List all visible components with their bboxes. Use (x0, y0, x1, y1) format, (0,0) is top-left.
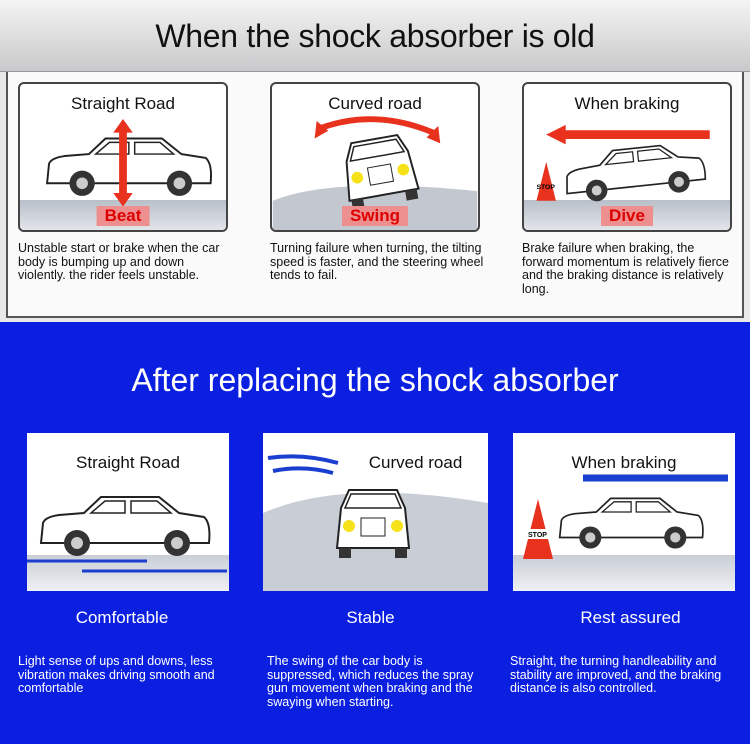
road (513, 555, 735, 591)
car-side-icon (558, 497, 704, 549)
old-curved-description: Turning failure when turning, the tiltin… (270, 241, 484, 282)
comfortable-label: Comfortable (75, 608, 169, 627)
svg-text:STOP: STOP (528, 532, 547, 539)
old-title: When the shock absorber is old (155, 18, 595, 54)
new-straight-road-image: Straight Road (27, 433, 229, 591)
svg-text:STOP: STOP (536, 184, 555, 191)
old-straight-road-image: Straight Road Beat (18, 82, 228, 232)
old-header: When the shock absorber is old (0, 0, 750, 72)
caption: Straight Road (71, 94, 175, 113)
rest-assured-label: Rest assured (580, 608, 681, 627)
old-panel: Straight Road Beat Curved road Swing STO… (6, 72, 744, 318)
caption: Curved road (368, 453, 463, 472)
caption: Straight Road (76, 453, 180, 472)
caption: Curved road (328, 94, 422, 113)
old-curved-road-image: Curved road Swing (270, 82, 480, 232)
car-front-icon (335, 489, 411, 558)
car-smooth-illustration (27, 496, 227, 573)
car-bouncing-illustration (46, 119, 212, 207)
new-braking-description: Straight, the turning handleability and … (510, 654, 722, 695)
old-braking-image: STOP When braking Dive (522, 82, 732, 232)
dive-tag: Dive (601, 206, 653, 226)
car-diving-illustration: STOP (536, 124, 710, 202)
old-shock-section: When the shock absorber is old Straight … (0, 0, 750, 322)
swing-tag: Swing (341, 206, 409, 226)
car-side-icon (46, 137, 212, 196)
old-braking-description: Brake failure when braking, the forward … (522, 241, 730, 296)
car-front-icon (345, 133, 420, 211)
car-stable-illustration (263, 454, 488, 591)
beat-tag: Beat (96, 206, 150, 226)
caption: When braking (571, 453, 677, 472)
car-braking-illustration: STOP (523, 474, 728, 559)
new-curved-description: The swing of the car body is suppressed,… (267, 654, 474, 709)
new-braking-image: STOP When braking (513, 433, 735, 591)
car-side-icon (39, 496, 211, 556)
new-straight-description: Light sense of ups and downs, less vibra… (18, 654, 215, 695)
new-curved-road-image: Curved road (263, 433, 488, 591)
stable-label: Stable (346, 608, 395, 627)
old-straight-description: Unstable start or brake when the car bod… (18, 241, 220, 282)
caption: When braking (574, 94, 680, 113)
car-side-icon (566, 144, 707, 202)
new-title: After replacing the shock absorber (131, 362, 619, 398)
